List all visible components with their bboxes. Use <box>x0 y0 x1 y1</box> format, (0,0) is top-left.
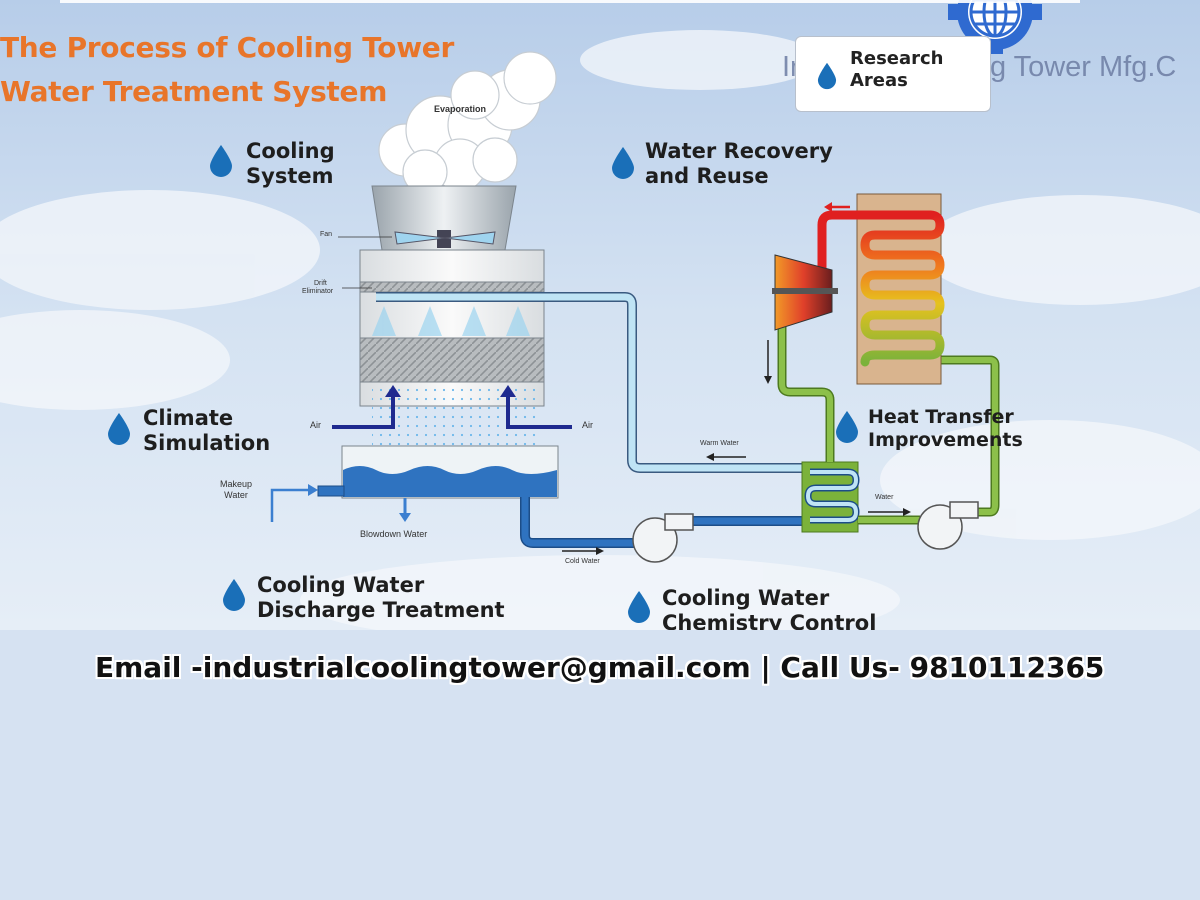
research-areas-line-2: Areas <box>850 70 908 91</box>
water-drop-icon <box>612 147 634 179</box>
research-areas-label: Research Areas <box>850 48 944 92</box>
drift-eliminator-label: Drift Eliminator <box>302 280 333 296</box>
water-label: Water <box>875 494 894 501</box>
fan-label: Fan <box>320 231 333 238</box>
area-climate-simulation: Climate Simulation <box>143 406 270 456</box>
eliminator-text: Eliminator <box>302 288 334 295</box>
area-line-2: Chemistry Control <box>662 611 877 630</box>
title-line-1: The Process of Cooling Tower <box>0 31 454 64</box>
air-right-label: Air <box>582 420 593 430</box>
drift-text: Drift <box>314 280 327 287</box>
makeup-text: Makeup <box>220 479 253 489</box>
area-water-recovery: Water Recovery and Reuse <box>645 139 833 189</box>
area-line-2: Improvements <box>868 429 1023 451</box>
water-drop-icon <box>628 591 650 623</box>
area-heat-transfer: Heat Transfer Improvements <box>868 406 1023 452</box>
makeup-water-label: Makeup Water <box>220 479 252 501</box>
research-areas-line-1: Research <box>850 48 944 69</box>
water-drop-icon <box>108 413 130 445</box>
area-discharge-treatment: Cooling Water Discharge Treatment <box>257 573 505 623</box>
footer <box>0 630 1200 900</box>
area-line-2: Simulation <box>143 431 271 455</box>
area-line-1: Water Recovery <box>645 139 833 163</box>
makeup-water-text: Water <box>224 490 248 500</box>
area-line-1: Cooling Water <box>257 573 425 597</box>
area-line-1: Cooling Water <box>662 586 830 610</box>
area-line-2: Discharge Treatment <box>257 598 505 622</box>
area-chemistry-control: Cooling Water Chemistry Control <box>662 586 876 630</box>
area-line-1: Climate <box>143 406 234 430</box>
diagram-title: The Process of Cooling Tower Water Treat… <box>0 26 454 114</box>
area-line-2: System <box>246 164 334 188</box>
water-drop-icon <box>817 62 837 90</box>
air-left-label: Air <box>310 420 321 430</box>
cold-water-label: Cold Water <box>565 558 600 565</box>
water-drop-icon <box>836 411 858 443</box>
evaporation-label: Evaporation <box>434 104 487 114</box>
diagram-stage: The Process of Cooling Tower Water Treat… <box>0 0 1200 630</box>
area-cooling-system: Cooling System <box>246 139 335 189</box>
area-line-1: Heat Transfer <box>868 406 1014 428</box>
steam-cloud <box>378 51 557 195</box>
warm-water-label: Warm Water <box>700 440 739 447</box>
contact-info[interactable]: Email -industrialcoolingtower@gmail.com … <box>95 651 1105 684</box>
area-line-2: and Reuse <box>645 164 769 188</box>
water-drop-icon <box>210 145 232 177</box>
title-line-2: Water Treatment System <box>0 75 388 108</box>
water-drop-icon <box>223 579 245 611</box>
area-line-1: Cooling <box>246 139 335 163</box>
cooling-tower-diagram <box>0 0 1200 630</box>
blowdown-label: Blowdown Water <box>360 529 428 539</box>
